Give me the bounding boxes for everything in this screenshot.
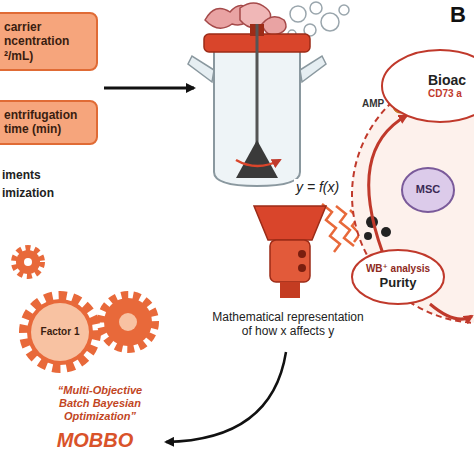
acronym: MOBBO	[30, 428, 160, 452]
bioactivity-oval: BioacCD73 a	[380, 48, 474, 124]
panel-letter: B	[450, 2, 466, 28]
model-funnel	[254, 206, 326, 298]
node-text: carrier ncentration ²/mL)	[4, 20, 88, 63]
method-name: “Multi-Objective Batch Bayesian Optimiza…	[46, 384, 154, 424]
cut-label: iments	[2, 168, 41, 182]
node-text: MSC	[416, 183, 440, 196]
bubbles	[288, 2, 349, 38]
node-text: CD73 a	[428, 88, 462, 100]
cells	[205, 3, 286, 35]
function-label: y = f(x)	[294, 179, 341, 196]
node-text: Bioac	[428, 72, 466, 89]
cycle-connector	[369, 115, 407, 251]
bioreactor	[188, 24, 326, 186]
node-text: Purity	[380, 275, 417, 291]
input-arrow	[104, 87, 194, 90]
node-text: entrifugation time (min)	[4, 108, 88, 137]
cycle-arrow	[430, 304, 472, 319]
node-text: WB⁺ analysis	[366, 263, 430, 275]
feedback-arrow	[166, 352, 286, 442]
cut-label: imization	[2, 186, 54, 200]
parameter-box: carrier ncentration ²/mL)	[0, 12, 98, 71]
node-text: Factor 1	[41, 326, 80, 338]
molecule-label: AMP	[362, 98, 384, 110]
caption-label: Mathematical representation of how x aff…	[206, 310, 370, 339]
factor-gear: Factor 1	[18, 290, 102, 374]
purity-oval: WB⁺ analysisPurity	[350, 248, 446, 306]
parameter-box: entrifugation time (min)	[0, 100, 98, 145]
msc-cell: MSC	[400, 166, 456, 214]
